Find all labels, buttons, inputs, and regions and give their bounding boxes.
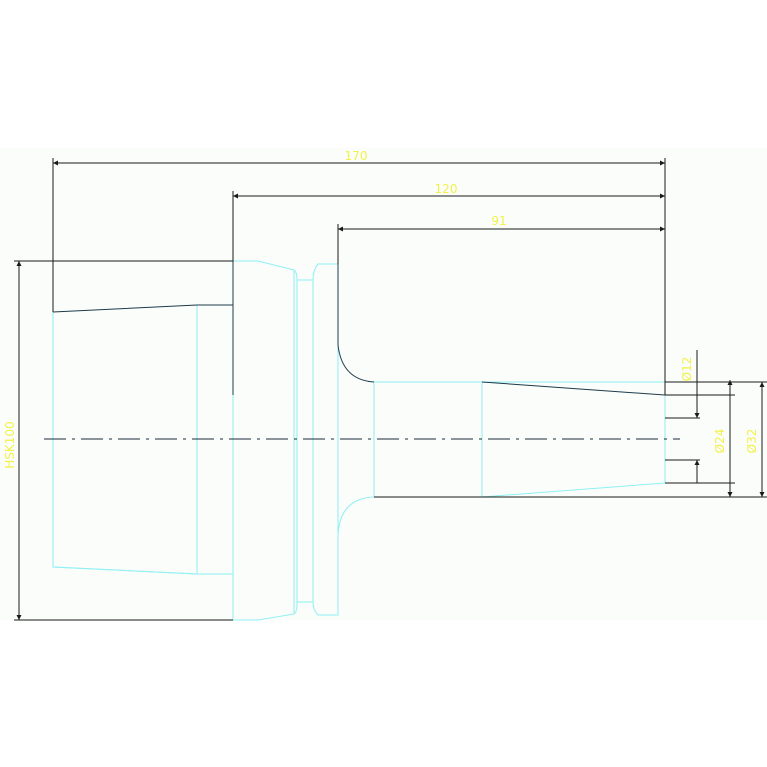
taper-top-edge xyxy=(481,381,666,396)
part-dark-lines xyxy=(52,261,666,396)
tool-body-bottom xyxy=(337,482,666,615)
dimension-lines xyxy=(14,158,767,621)
dim-170-label: 170 xyxy=(345,149,368,163)
flange-groove xyxy=(296,279,314,603)
dim-120-label: 120 xyxy=(435,182,458,196)
hsk-taper-bottom-step xyxy=(52,566,198,575)
tool-fillet-top xyxy=(337,264,375,383)
dim-dia24-label: Ø24 xyxy=(713,429,727,454)
hsk-top-edge xyxy=(52,304,233,313)
drawing-background xyxy=(0,148,767,620)
dim-hsk100-label: HSK100 xyxy=(3,421,17,468)
dim-dia32-label: Ø32 xyxy=(745,429,759,454)
flange-groove-right xyxy=(312,263,339,616)
dim-91-label: 91 xyxy=(491,214,506,228)
dim-dia12-label: Ø12 xyxy=(680,357,694,382)
dimension-labels: 170 120 91 HSK100 Ø12 Ø24 Ø32 xyxy=(3,149,759,469)
